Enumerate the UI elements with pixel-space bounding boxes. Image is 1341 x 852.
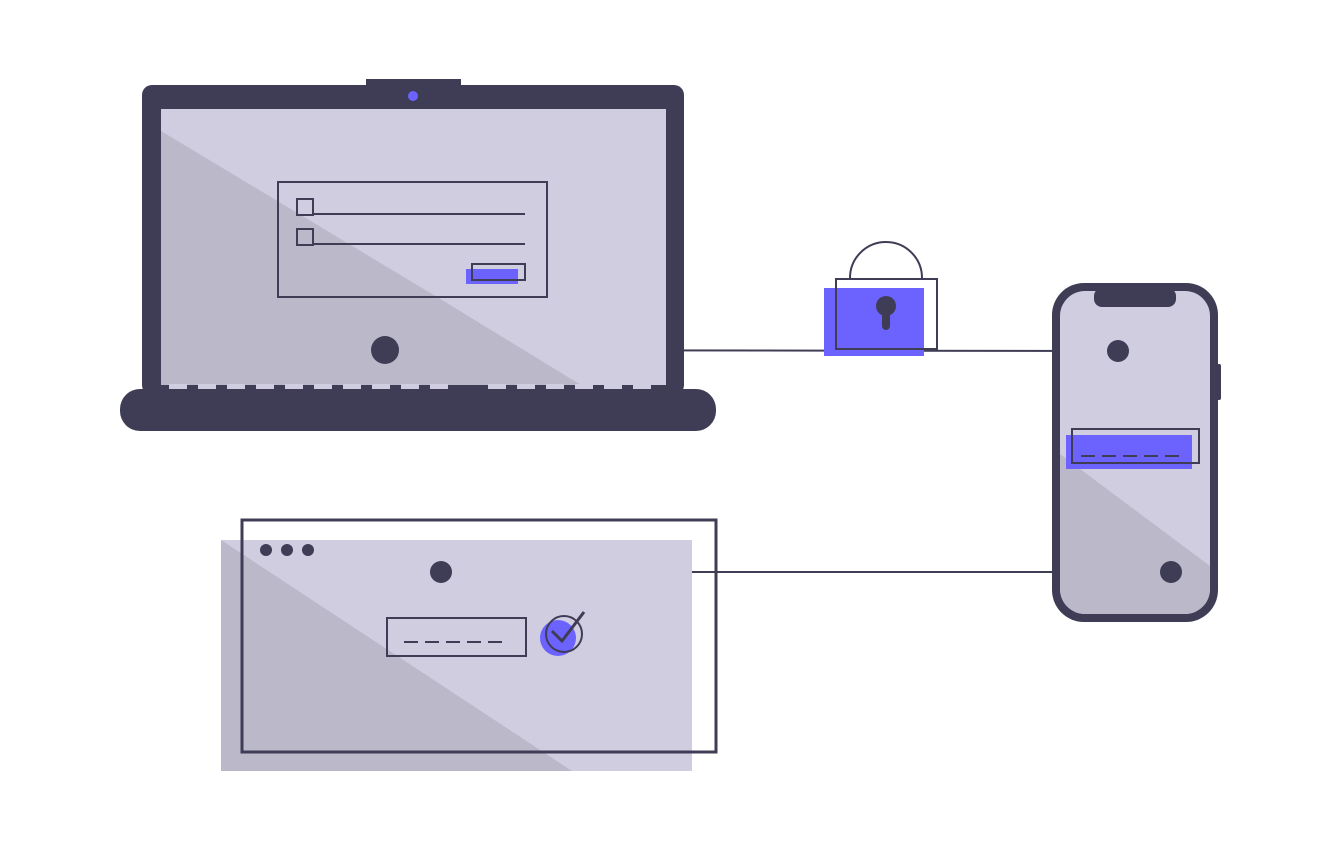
browser-code-field <box>386 617 527 657</box>
login-form-frame <box>277 181 548 298</box>
window-control-dot <box>302 544 314 556</box>
padlock-body <box>835 278 938 350</box>
laptop <box>120 79 716 431</box>
keyboard-key <box>401 384 419 390</box>
keyboard-key <box>198 384 216 390</box>
phone-connection-node-top <box>1107 340 1129 362</box>
checkmark-tick <box>550 611 586 644</box>
laptop-camera-bar <box>366 79 461 89</box>
keyboard-key <box>285 384 303 390</box>
phone-notch <box>1094 288 1176 307</box>
phone-code-field <box>1071 428 1200 464</box>
laptop-connection-node <box>371 336 399 364</box>
keyboard-key <box>169 384 187 390</box>
laptop-base <box>120 389 716 431</box>
smartphone <box>1052 283 1221 622</box>
login-form <box>277 181 548 298</box>
browser-window-dots <box>260 544 314 556</box>
window-control-dot <box>281 544 293 556</box>
keyboard-key <box>488 384 506 390</box>
keyhole-slot <box>882 306 890 330</box>
login-button <box>471 263 526 281</box>
window-control-dot <box>260 544 272 556</box>
keyboard-key <box>227 384 245 390</box>
checkmark-ring <box>545 615 583 653</box>
laptop-keyboard <box>169 384 651 390</box>
padlock-body-fill <box>824 288 924 356</box>
browser-connection-node <box>430 561 452 583</box>
checkbox-icon <box>296 228 314 246</box>
keyboard-key <box>604 384 622 390</box>
laptop-screen-shadow <box>161 131 581 385</box>
phone-connection-node-bottom <box>1160 561 1182 583</box>
checkbox-icon <box>296 198 314 216</box>
keyboard-key <box>546 384 564 390</box>
keyboard-key <box>314 384 332 390</box>
padlock-shackle <box>849 241 923 280</box>
checkmark-icon <box>540 611 586 656</box>
padlock-icon <box>824 241 938 356</box>
browser-code-input <box>386 617 527 657</box>
keyboard-key <box>517 384 535 390</box>
keyboard-key <box>256 384 274 390</box>
keyboard-key <box>372 384 390 390</box>
phone-verification-code <box>1066 428 1200 469</box>
keyboard-key <box>575 384 593 390</box>
laptop-camera <box>408 91 418 101</box>
login-button-fill <box>466 269 518 284</box>
keyboard-key <box>430 384 448 390</box>
browser-frame <box>240 518 718 754</box>
keyboard-key <box>633 384 651 390</box>
keyboard-key <box>343 384 361 390</box>
browser-window <box>221 518 718 771</box>
